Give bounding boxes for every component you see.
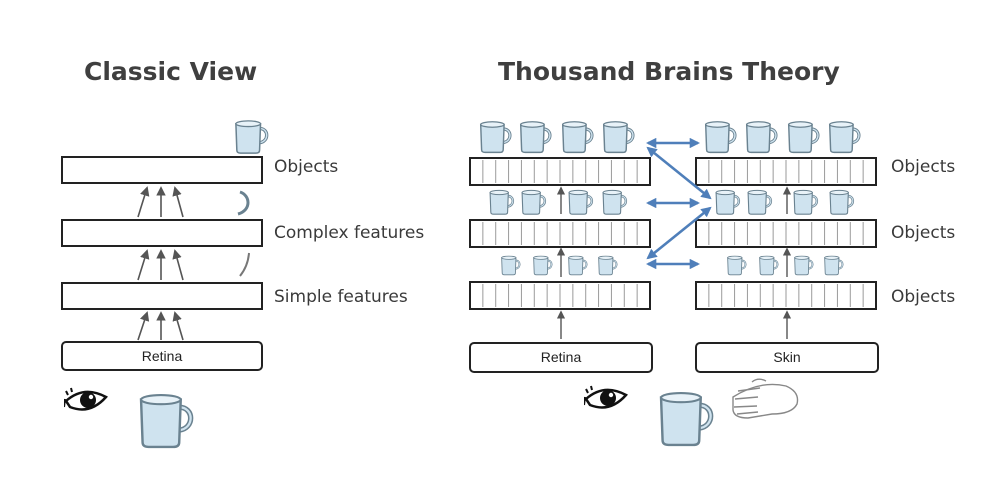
- skin-input-box: [695, 342, 879, 373]
- classic-retina-label: Retina: [141, 348, 183, 364]
- mug-icon: [787, 120, 820, 154]
- retina-input-box: [469, 342, 653, 373]
- classic-arrows-simple-to-complex: [137, 249, 184, 281]
- coffee-mug-icon: [141, 395, 191, 447]
- classic-complex-features-label: Complex features: [274, 223, 425, 243]
- column-object-mugs: [479, 120, 861, 276]
- mug-icon: [488, 189, 515, 216]
- classic-arrows-retina-to-simple: [137, 311, 184, 341]
- skin-input-label: Skin: [773, 349, 801, 365]
- simple-feature-line-icon: [239, 252, 250, 277]
- thousand-brains-diagram: [469, 120, 879, 445]
- mug-icon: [726, 255, 747, 276]
- classic-arrows-complex-to-objects: [137, 186, 184, 218]
- column-layer-grid: [695, 157, 877, 186]
- classic-simple-layer: [61, 282, 263, 310]
- cortical-column-grids: [469, 157, 877, 310]
- column-layer-grid: [469, 219, 651, 248]
- classic-view-diagram: [61, 119, 269, 447]
- classic-retina-box: [61, 341, 263, 371]
- classic-simple-features-label: Simple features: [274, 287, 408, 307]
- lateral-voting-arrows: [645, 137, 712, 270]
- vote-arrow-diag-down: [646, 146, 712, 200]
- mug-icon: [567, 189, 594, 216]
- mug-icon: [828, 120, 861, 154]
- hand-icon: [732, 378, 799, 419]
- column-layer-grid: [695, 281, 877, 310]
- mug-icon: [714, 189, 741, 216]
- retina-input-label: Retina: [540, 349, 582, 365]
- coffee-mug-icon: [661, 393, 711, 445]
- mug-icon: [519, 120, 552, 154]
- mug-icon: [704, 120, 737, 154]
- objects-label-top: Objects: [891, 157, 956, 177]
- mug-icon: [746, 189, 773, 216]
- mug-icon: [479, 120, 512, 154]
- mug-icon: [823, 255, 844, 276]
- mug-icon: [567, 255, 588, 276]
- mug-icon: [758, 255, 779, 276]
- vote-arrow-diag-up: [646, 206, 712, 260]
- classic-complex-layer: [61, 219, 263, 247]
- mug-icon: [793, 255, 814, 276]
- mug-icon: [597, 255, 618, 276]
- mug-icon: [500, 255, 521, 276]
- mug-icon: [828, 189, 855, 216]
- thousand-brains-title: Thousand Brains Theory: [498, 57, 840, 86]
- mug-icon: [561, 120, 594, 154]
- mug-icon: [601, 189, 628, 216]
- objects-label-middle: Objects: [891, 223, 956, 243]
- classic-objects-label: Objects: [274, 157, 339, 177]
- classic-objects-layer: [61, 156, 263, 184]
- column-layer-grid: [469, 281, 651, 310]
- classic-object-mug-icon: [234, 119, 269, 155]
- mug-icon: [520, 189, 547, 216]
- column-layer-grid: [695, 219, 877, 248]
- classic-view-title: Classic View: [84, 57, 258, 86]
- column-layer-grid: [469, 157, 651, 186]
- eye-icon: [64, 387, 108, 411]
- objects-label-bottom: Objects: [891, 287, 956, 307]
- mug-icon: [745, 120, 778, 154]
- mug-icon: [602, 120, 635, 154]
- eye-icon: [584, 385, 628, 409]
- mug-icon: [792, 189, 819, 216]
- complex-feature-curve-icon: [237, 190, 250, 216]
- mug-icon: [532, 255, 553, 276]
